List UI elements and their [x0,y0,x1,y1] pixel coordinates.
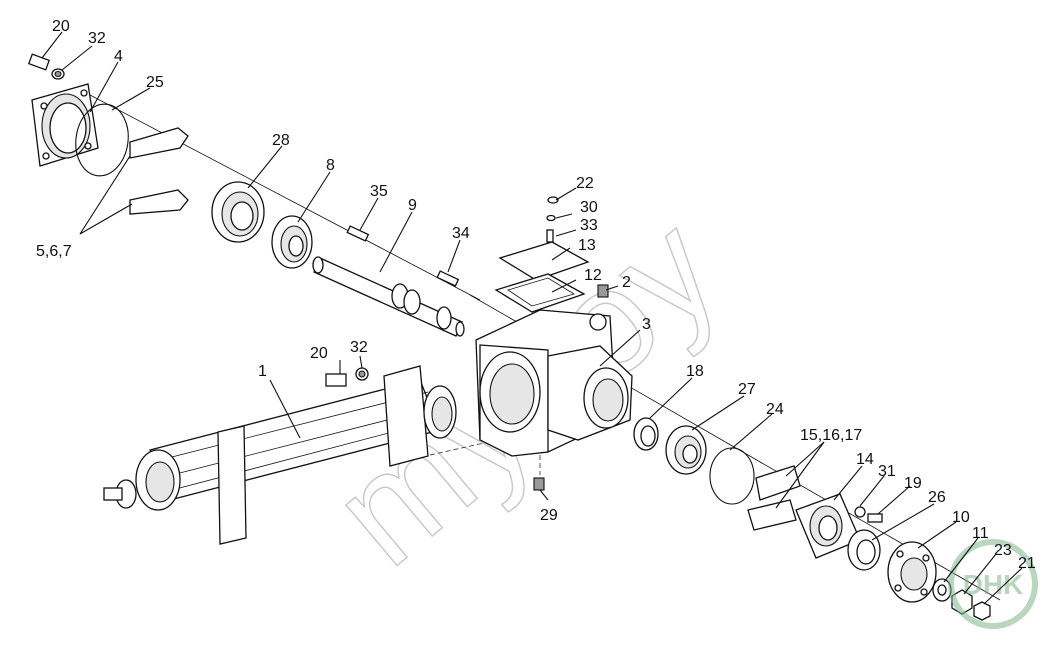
bearing-28 [211,181,265,243]
shims-15-16-17 [747,465,801,531]
callout-32-lower: 32 [350,339,368,356]
callout-30: 30 [580,199,598,216]
callout-20-lower: 20 [310,345,328,362]
flange-10 [887,541,937,603]
callout-26: 26 [928,489,946,506]
callout-20-top: 20 [52,18,70,35]
pin-21 [973,601,991,621]
callout-33: 33 [580,217,598,234]
ring-18 [633,417,659,451]
seal-8 [271,215,313,269]
callout-22: 22 [576,175,594,192]
shaft-9 [312,256,465,337]
callout-32-top: 32 [88,30,106,47]
callout-27: 27 [738,381,756,398]
plug-2 [597,284,609,298]
callout-12: 12 [584,267,602,284]
callout-29: 29 [540,507,558,524]
cover-13 [494,241,590,313]
o-ring-24 [709,447,755,505]
bolt-19 [854,506,883,523]
callout-34: 34 [452,225,470,242]
gearbox-housing-3 [475,309,633,457]
callout-5-6-7: 5,6,7 [36,243,72,260]
callout-35: 35 [370,183,388,200]
bearing-27 [665,425,707,475]
callout-23: 23 [994,542,1012,559]
plug-29 [533,477,545,491]
callouts: 20 32 4 25 5,6,7 28 8 35 9 34 22 30 33 1… [36,18,1036,572]
callout-11: 11 [972,525,989,542]
callout-1: 1 [258,363,267,380]
seal-26 [847,529,881,571]
callout-4: 4 [114,48,123,65]
callout-13: 13 [578,237,596,254]
bolt-20-top [27,53,65,80]
callout-31: 31 [878,463,896,480]
cap-screw-22 [546,196,559,243]
leader-lines [41,31,1023,605]
callout-2: 2 [622,274,631,291]
tube-assembly-1 [103,365,457,545]
callout-9: 9 [408,197,417,214]
flange-4 [31,83,99,167]
callout-10: 10 [952,509,970,526]
callout-18: 18 [686,363,704,380]
callout-25: 25 [146,74,164,91]
bolt-20-lower [325,367,369,387]
key-35 [346,225,370,242]
callout-3: 3 [642,316,651,333]
flange-14 [795,493,861,559]
callout-8: 8 [326,157,335,174]
callout-24: 24 [766,401,784,418]
key-34 [436,270,460,287]
o-ring-25 [75,103,129,177]
callout-28: 28 [272,132,290,149]
callout-15-16-17: 15,16,17 [800,427,862,444]
shims-5-6-7 [129,127,189,215]
callout-14: 14 [856,451,874,468]
callout-19: 19 [904,475,922,492]
callout-21: 21 [1018,555,1036,572]
